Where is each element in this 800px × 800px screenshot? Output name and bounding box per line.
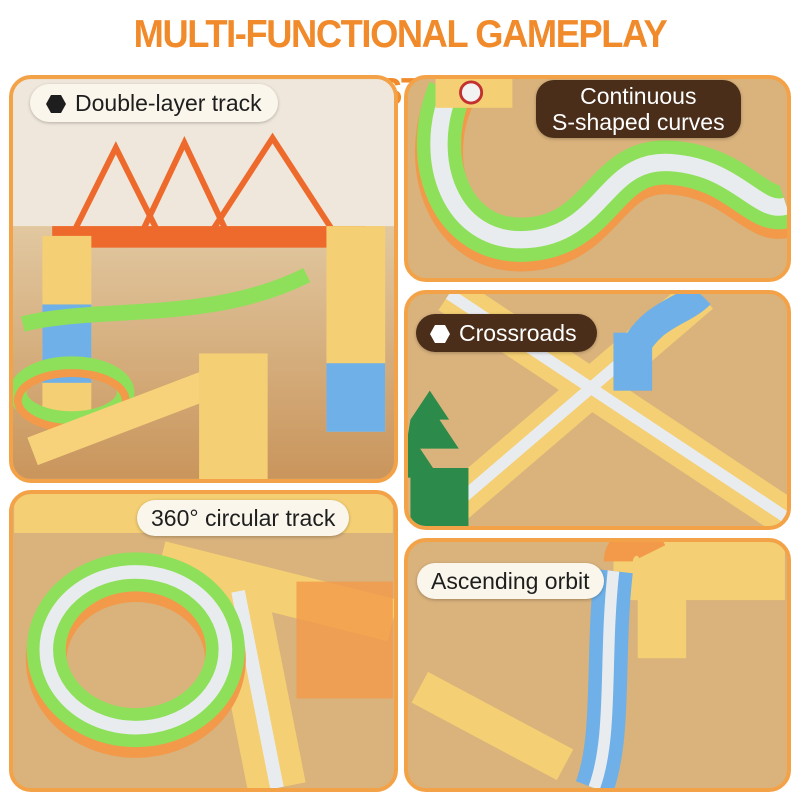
panel-double-layer-track [9, 75, 398, 483]
hexagon-icon [430, 325, 450, 343]
label-ascending-orbit: Ascending orbit [417, 563, 604, 599]
hexagon-icon [46, 95, 66, 113]
double-layer-track-illustration [13, 79, 394, 479]
page-title: MULTI-FUNCTIONAL GAMEPLAY DEMONSTRATION [133, 13, 668, 114]
label-s-shaped-curves: Continuous S-shaped curves [536, 80, 741, 138]
label-circular-track: 360° circular track [137, 500, 350, 536]
panel-circular-track [9, 490, 398, 792]
circular-track-illustration [14, 494, 394, 788]
label-crossroads: Crossroads [416, 314, 597, 352]
label-double-layer-track: Double-layer track [30, 84, 278, 122]
